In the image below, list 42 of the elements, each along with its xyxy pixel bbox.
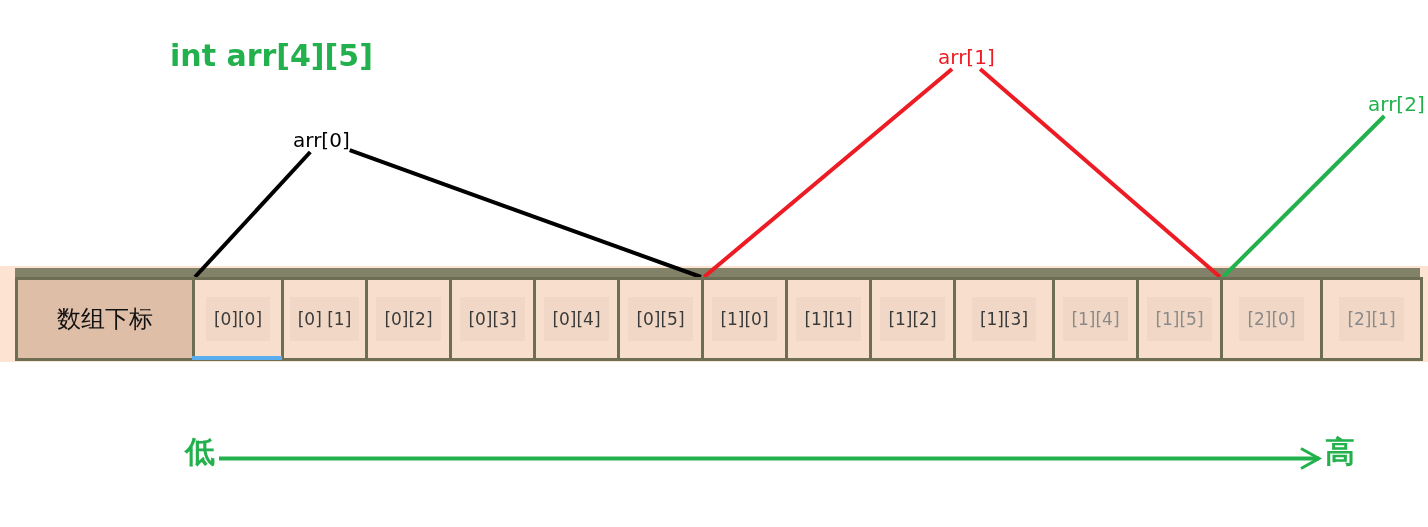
index-text: [0] [1]	[289, 297, 360, 341]
index-text: [1][0]	[712, 297, 777, 341]
table-cell	[1320, 277, 1423, 361]
pointer-label: arr[1]	[938, 45, 995, 69]
index-text: [2][1]	[1339, 297, 1404, 341]
leader-line	[702, 67, 954, 279]
index-text: [1][2]	[880, 297, 945, 341]
table-cell	[1136, 277, 1223, 361]
header-text: 数组下标	[57, 304, 153, 335]
index-text: [1][5]	[1147, 297, 1212, 341]
code-title: int arr[4][5]	[170, 38, 373, 73]
axis-end-label: 低	[185, 432, 215, 473]
index-text: [0][2]	[376, 297, 441, 341]
arrow	[219, 447, 1321, 470]
axis-end-label: 高	[1325, 432, 1355, 473]
leader-line	[978, 67, 1222, 279]
table-cell	[281, 277, 368, 361]
table-cell	[192, 277, 284, 361]
index-text: [0][5]	[628, 297, 693, 341]
index-text: [1][4]	[1063, 297, 1128, 341]
table-cell	[953, 277, 1055, 361]
index-text: [0][0]	[205, 297, 271, 341]
index-text: [1][1]	[796, 297, 861, 341]
table-cell	[1220, 277, 1323, 361]
pointer-label: arr[0]	[293, 128, 350, 152]
leader-line	[193, 150, 312, 279]
index-text: [2][0]	[1239, 297, 1304, 341]
table-cell	[533, 277, 620, 361]
index-text: [0][3]	[460, 297, 525, 341]
leader-line	[349, 148, 702, 279]
index-text: [1][3]	[971, 297, 1037, 341]
header-cell	[15, 277, 195, 361]
table-cell	[449, 277, 536, 361]
leader-line	[1221, 114, 1386, 279]
table-cell	[869, 277, 956, 361]
table-cell	[701, 277, 788, 361]
table-cell	[1052, 277, 1139, 361]
table-cell	[617, 277, 704, 361]
index-text: [0][4]	[544, 297, 609, 341]
table-cell	[365, 277, 452, 361]
table-cell	[785, 277, 872, 361]
pointer-label: arr[2]	[1368, 92, 1425, 116]
